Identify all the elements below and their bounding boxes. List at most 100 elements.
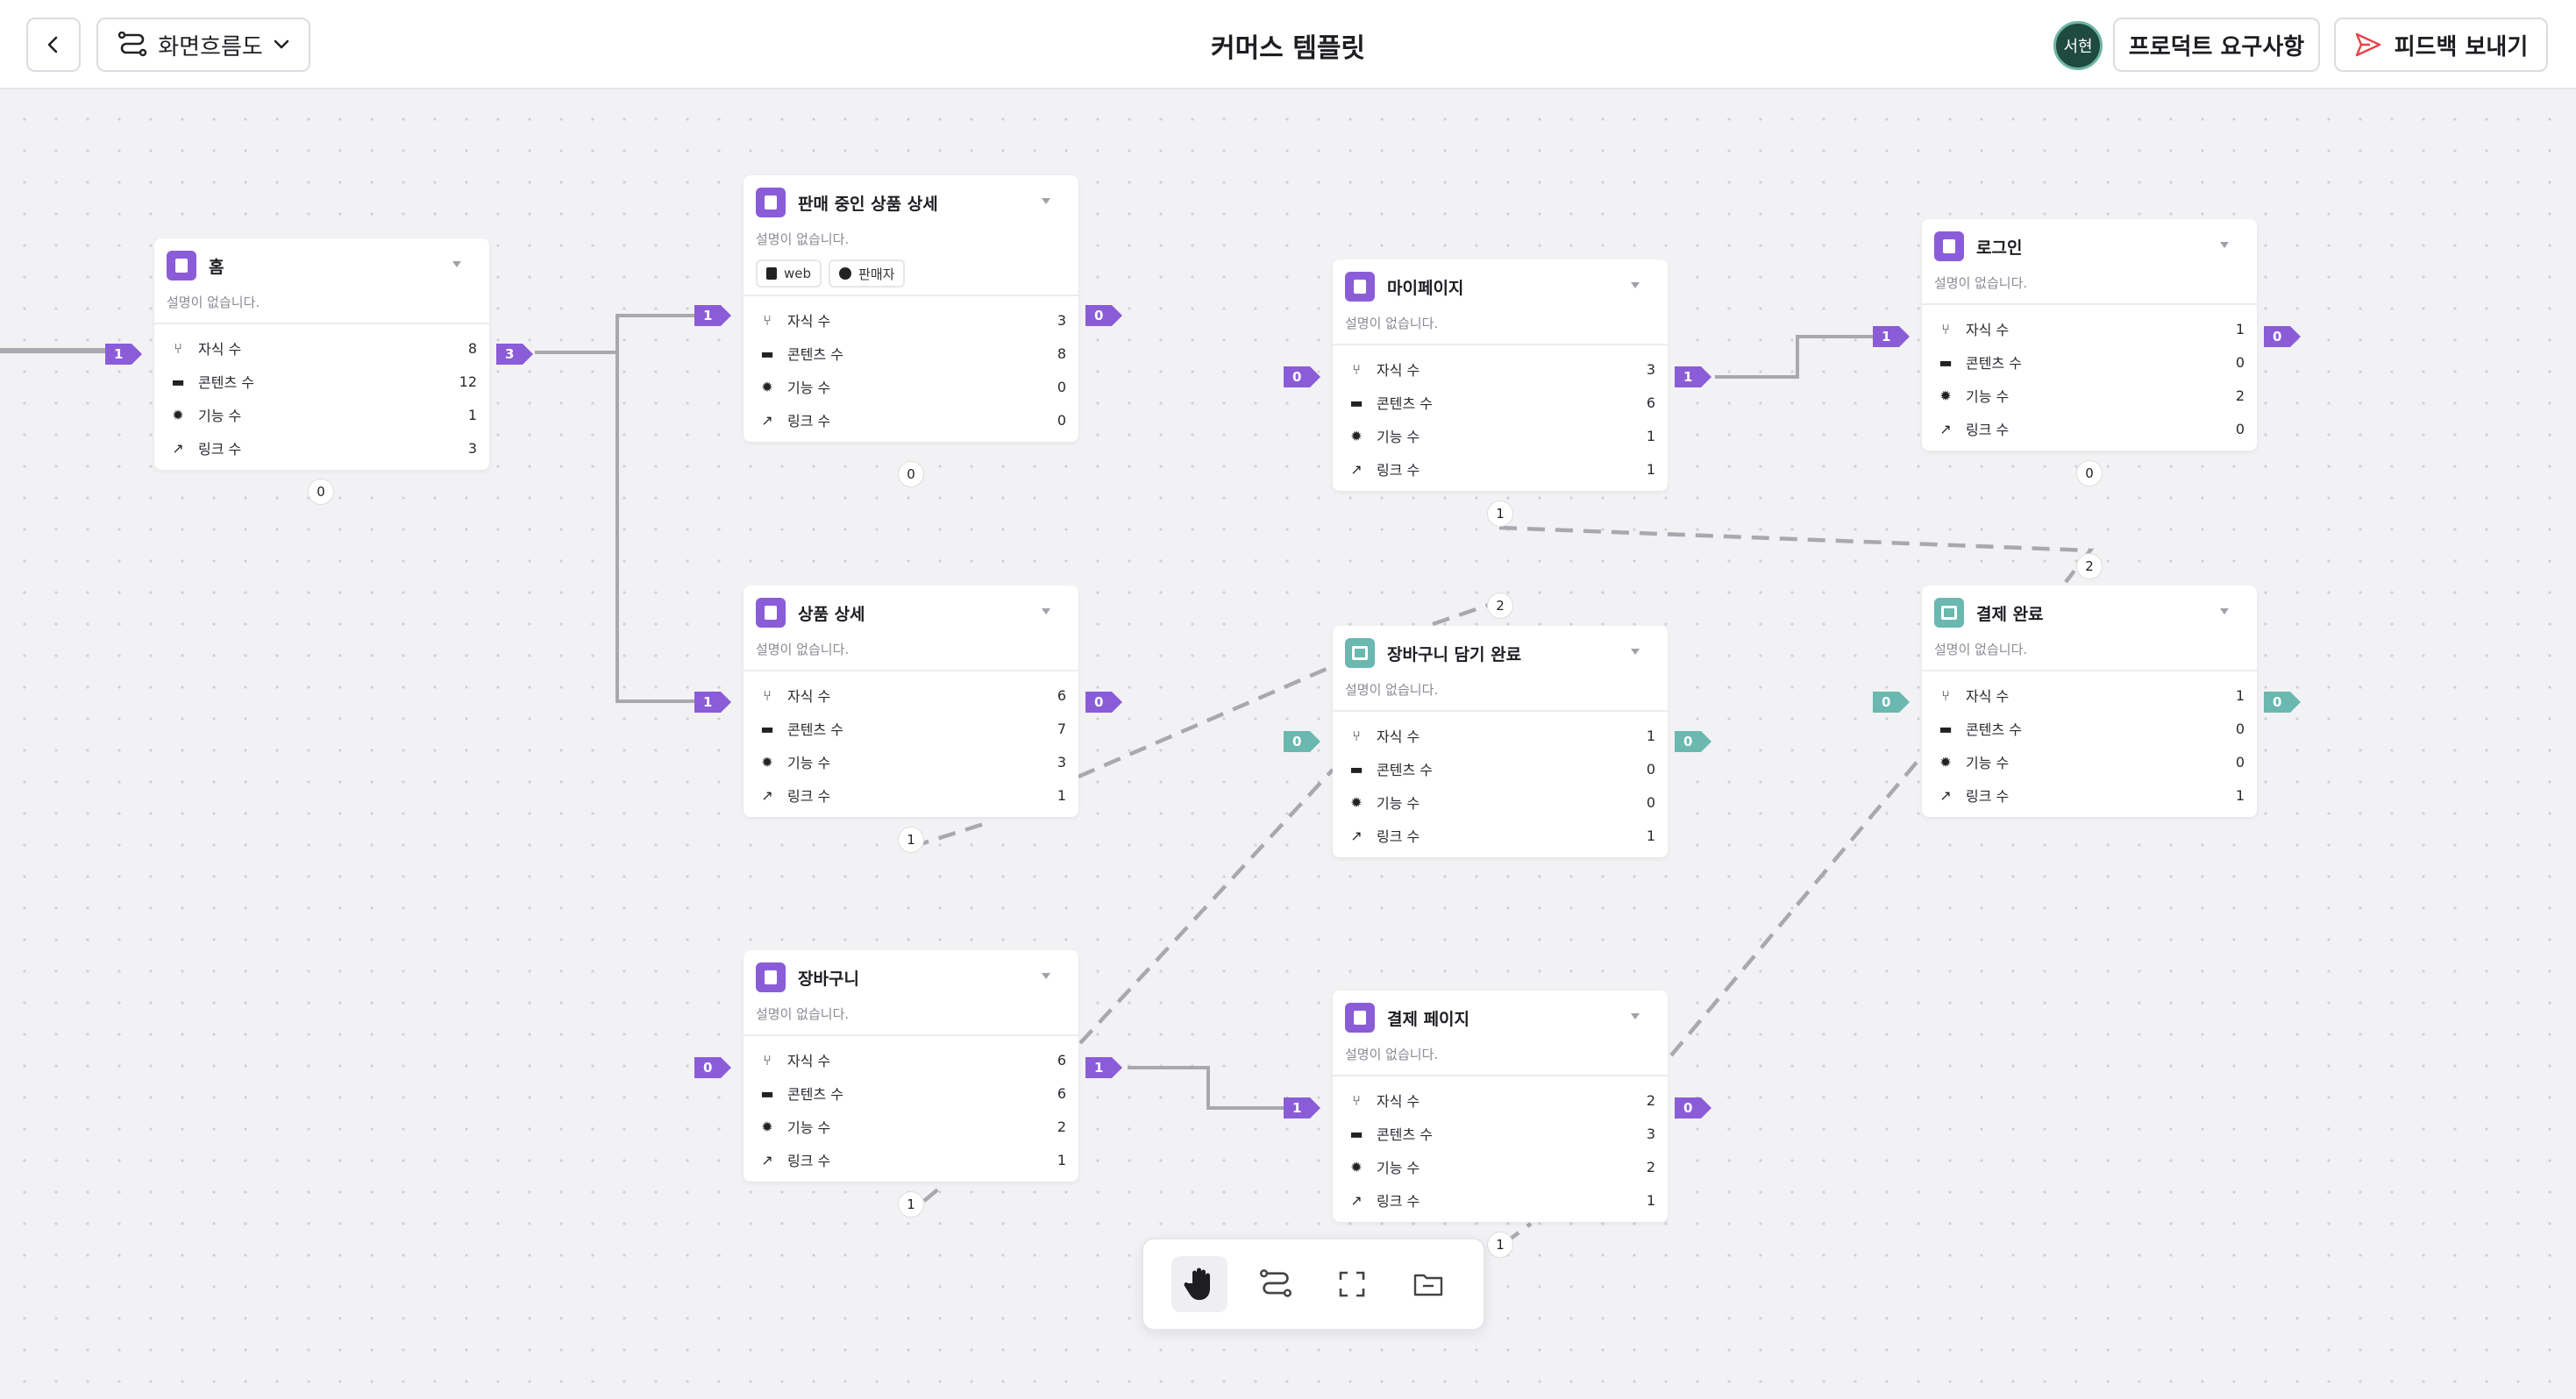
node-header: 마이페이지 [1333, 259, 1668, 314]
node-header: 로그인 [1922, 219, 2257, 273]
bottom-count-mypage[interactable]: 1 [1487, 501, 1513, 527]
page-icon [1345, 1003, 1375, 1033]
back-button[interactable] [26, 18, 81, 72]
caret-down-icon[interactable] [1042, 608, 1050, 614]
arrow-up-right-icon: ↗ [172, 439, 184, 457]
edge-cartbottom [922, 1182, 947, 1203]
send-feedback-button[interactable]: 피드백 보내기 [2334, 18, 2548, 72]
bottom-count-checkout[interactable]: 1 [1487, 1232, 1513, 1258]
modal-icon [1934, 598, 1964, 628]
node-header: 결제 완료 [1922, 586, 2257, 640]
page-icon [756, 598, 786, 628]
send-feedback-label: 피드백 보내기 [2394, 33, 2529, 60]
canvas-toolbar [1142, 1238, 1485, 1331]
folder-icon [1413, 1274, 1442, 1296]
arrow-up-right-icon: ↗ [1350, 460, 1363, 478]
chevron-left-icon [47, 36, 58, 53]
hand-tool-button[interactable] [1171, 1256, 1228, 1312]
page-icon [167, 251, 196, 281]
node-title: 결제 페이지 [1387, 1009, 1470, 1029]
node-description: 설명이 없습니다. [1345, 1047, 1439, 1062]
caret-down-icon[interactable] [1631, 649, 1640, 655]
tag-seller[interactable]: 판매자 [829, 259, 906, 288]
node-title: 마이페이지 [1387, 278, 1464, 298]
gear-icon: ✹ [761, 753, 773, 771]
arrow-up-right-icon: ↗ [761, 411, 773, 429]
archive-icon: ▬ [1349, 394, 1363, 411]
bottom-count-home[interactable]: 0 [308, 479, 334, 505]
tree-icon: ⑂ [1352, 360, 1361, 378]
tree-icon: ⑂ [174, 339, 182, 357]
node-description: 설명이 없습니다. [1934, 275, 2028, 291]
gear-icon: ✹ [761, 378, 773, 395]
arrow-up-right-icon: ↗ [1350, 1191, 1363, 1209]
requirements-button[interactable]: 프로덕트 요구사항 [2113, 18, 2320, 72]
bottom-count-cart[interactable]: 1 [898, 1191, 924, 1218]
folder-button[interactable] [1400, 1256, 1456, 1312]
node-description: 설명이 없습니다. [167, 295, 260, 310]
edge-home-selling [535, 314, 701, 354]
tree-icon: ⑂ [1352, 1091, 1361, 1109]
flow-selector-button[interactable]: 화면흐름도 [96, 18, 310, 72]
gear-icon: ✹ [1350, 427, 1363, 444]
caret-down-icon[interactable] [1042, 198, 1050, 204]
caret-down-icon[interactable] [2220, 608, 2229, 614]
bottom-count-product[interactable]: 1 [898, 827, 924, 853]
hand-icon [1184, 1268, 1210, 1300]
tree-icon: ⑂ [763, 1051, 772, 1069]
caret-down-icon[interactable] [2220, 242, 2229, 248]
arrow-up-right-icon: ↗ [761, 1151, 773, 1168]
caret-down-icon[interactable] [452, 261, 461, 267]
top-count-paydone[interactable]: 2 [2076, 553, 2103, 579]
flow-selector-label: 화면흐름도 [158, 33, 263, 60]
edge-checkout-paydone [1669, 752, 1925, 1057]
page-icon [756, 188, 786, 217]
page-icon [756, 962, 786, 992]
flow-route-icon [1259, 1269, 1292, 1297]
top-count-cartadded[interactable]: 2 [1487, 593, 1513, 619]
page-icon [1345, 272, 1375, 302]
bottom-count-selling[interactable]: 0 [898, 461, 924, 487]
caret-down-icon[interactable] [1631, 1013, 1640, 1019]
flow-tool-button[interactable] [1248, 1256, 1304, 1312]
tag-web[interactable]: web [756, 259, 822, 288]
user-avatar[interactable]: 서현 [2053, 21, 2103, 70]
node-description: 설명이 없습니다. [756, 231, 850, 247]
fit-view-button[interactable] [1324, 1256, 1380, 1312]
bottom-count-login[interactable]: 0 [2076, 460, 2103, 486]
node-description: 설명이 없습니다. [1934, 642, 2028, 657]
node-header: 판매 중인 상품 상세 [744, 175, 1078, 230]
page-title: 커머스 템플릿 [1210, 33, 1366, 64]
caret-down-icon[interactable] [1042, 973, 1050, 979]
caret-down-icon[interactable] [1631, 282, 1640, 288]
